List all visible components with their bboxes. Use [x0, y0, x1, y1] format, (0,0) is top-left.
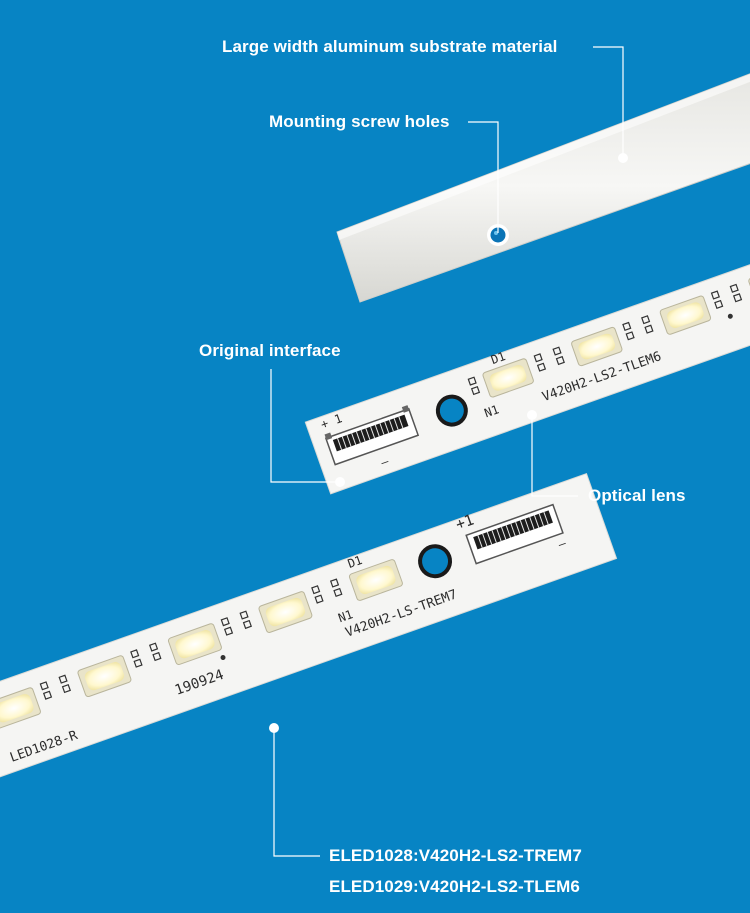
led-strip-bottom: +1 — D5 D1 N1 V420H2-LS-TREM7 190924 LED… — [0, 472, 618, 793]
plus-one-label: + 1 — [319, 411, 344, 431]
connector-bottom — [465, 503, 564, 565]
callout-optical-lens: Optical lens — [588, 486, 686, 505]
n1-label: N1 — [336, 607, 354, 625]
strip-bottom-hole — [418, 544, 453, 579]
led-lens — [482, 358, 534, 398]
connector-middle — [324, 405, 420, 466]
callout-model-2: ELED1029:V420H2-LS2-TLEM6 — [329, 877, 580, 896]
callout-substrate: Large width aluminum substrate material — [222, 37, 558, 56]
led-lens — [571, 326, 623, 367]
d1-label: D1 — [346, 553, 364, 571]
mounting-screw-hole — [487, 224, 509, 246]
led-lens — [258, 591, 313, 633]
smd-resistors — [467, 283, 743, 396]
aluminum-substrate-strip — [336, 73, 750, 303]
smd-resistors — [39, 578, 343, 700]
led-lens — [77, 655, 132, 698]
plus-one-label: +1 — [453, 511, 476, 534]
led-lens — [348, 559, 403, 601]
led-strip-middle: + 1 — — [304, 247, 750, 495]
d1-label: D1 — [489, 349, 507, 367]
led-lens — [0, 687, 41, 730]
n1-label: N1 — [482, 402, 500, 420]
callout-interface: Original interface — [199, 341, 341, 360]
callout-lines — [270, 46, 624, 857]
callout-screw-holes: Mounting screw holes — [269, 112, 450, 131]
callout-model-1: ELED1028:V420H2-LS2-TREM7 — [329, 846, 582, 865]
callout-dots — [269, 153, 628, 733]
strip-middle-hole — [435, 394, 468, 427]
led-lens — [659, 295, 712, 335]
led-lens — [167, 623, 222, 665]
